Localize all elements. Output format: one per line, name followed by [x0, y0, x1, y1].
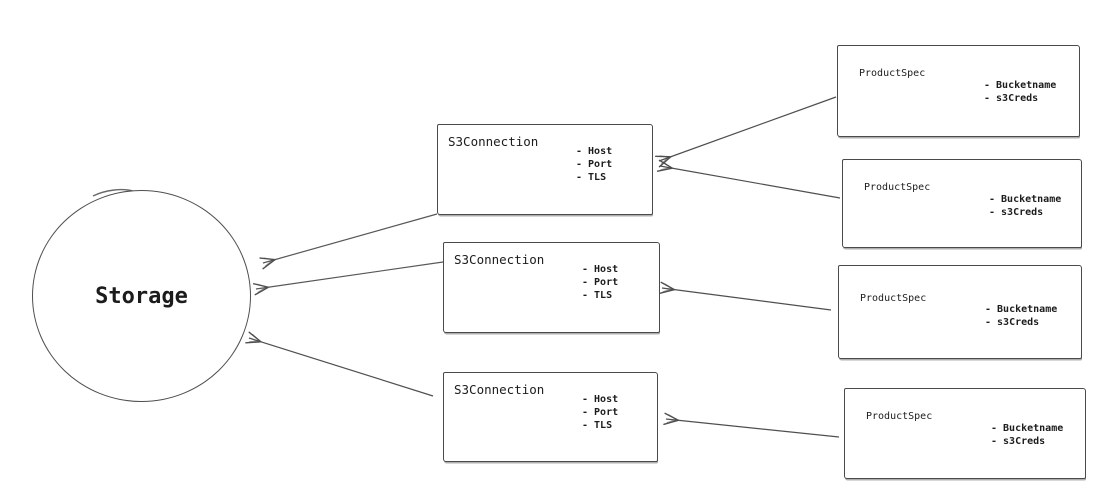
attribute: - Bucketname: [991, 423, 1064, 434]
attribute: - Host: [582, 264, 619, 275]
attribute: - s3Creds: [989, 206, 1044, 218]
product-spec-node-2: ProductSpec - Bucketname - s3Creds: [842, 159, 1082, 248]
product-spec-node-4: ProductSpec - Bucketname - s3Creds: [844, 388, 1086, 479]
attribute: - Host: [576, 146, 613, 157]
node-title: ProductSpec: [859, 68, 926, 79]
node-title: S3Connection: [448, 134, 539, 149]
product-spec-node-3: ProductSpec - Bucketname - s3Creds: [838, 265, 1082, 359]
attribute: - TLS: [582, 290, 613, 301]
s3-connection-node-1: S3Connection - Host - Port - TLS: [437, 124, 653, 215]
attribute: - s3Creds: [985, 316, 1040, 328]
attribute-list: - Host - Port - TLS: [576, 145, 612, 184]
arrow-s3-connection-3-to-storage: [245, 331, 434, 397]
attribute: - Port: [582, 407, 619, 418]
product-spec-node-1: ProductSpec - Bucketname - s3Creds: [837, 45, 1080, 137]
arrow-product-spec-3-to-s3-connection-2: [659, 281, 832, 311]
attribute: - s3Creds: [984, 92, 1039, 104]
s3-connection-node-3: S3Connection - Host - Port - TLS: [443, 372, 658, 462]
s3-connection-node-2: S3Connection - Host - Port - TLS: [443, 242, 660, 333]
arrow-s3-connection-1-to-storage: [259, 213, 438, 270]
attribute: - Port: [576, 159, 613, 170]
attribute-list: - Host - Port - TLS: [582, 393, 618, 432]
node-title: ProductSpec: [864, 182, 931, 193]
arrow-s3-connection-2-to-storage: [253, 261, 444, 296]
node-title: ProductSpec: [860, 293, 927, 304]
attribute-list: - Bucketname - s3Creds: [989, 194, 1061, 219]
node-title: S3Connection: [454, 382, 545, 397]
arrow-product-spec-2-to-s3-connection-1: [656, 159, 841, 199]
attribute: - Bucketname: [984, 80, 1057, 91]
arrow-product-spec-4-to-s3-connection-3: [663, 412, 840, 438]
attribute: - Bucketname: [985, 304, 1058, 315]
attribute-list: - Host - Port - TLS: [582, 263, 618, 302]
attribute-list: - Bucketname - s3Creds: [985, 304, 1057, 329]
attribute: - Port: [582, 277, 619, 288]
storage-node: Storage: [32, 190, 251, 402]
storage-label: Storage: [95, 283, 188, 309]
attribute: - TLS: [582, 420, 613, 431]
attribute: - TLS: [576, 172, 607, 183]
attribute: - Bucketname: [989, 194, 1062, 205]
arrow-product-spec-1-to-s3-connection-1: [655, 96, 837, 168]
attribute: - Host: [582, 394, 619, 405]
node-title: S3Connection: [454, 252, 545, 267]
attribute-list: - Bucketname - s3Creds: [984, 80, 1056, 105]
attribute-list: - Bucketname - s3Creds: [991, 423, 1063, 448]
attribute: - s3Creds: [991, 435, 1046, 447]
node-title: ProductSpec: [866, 411, 933, 422]
